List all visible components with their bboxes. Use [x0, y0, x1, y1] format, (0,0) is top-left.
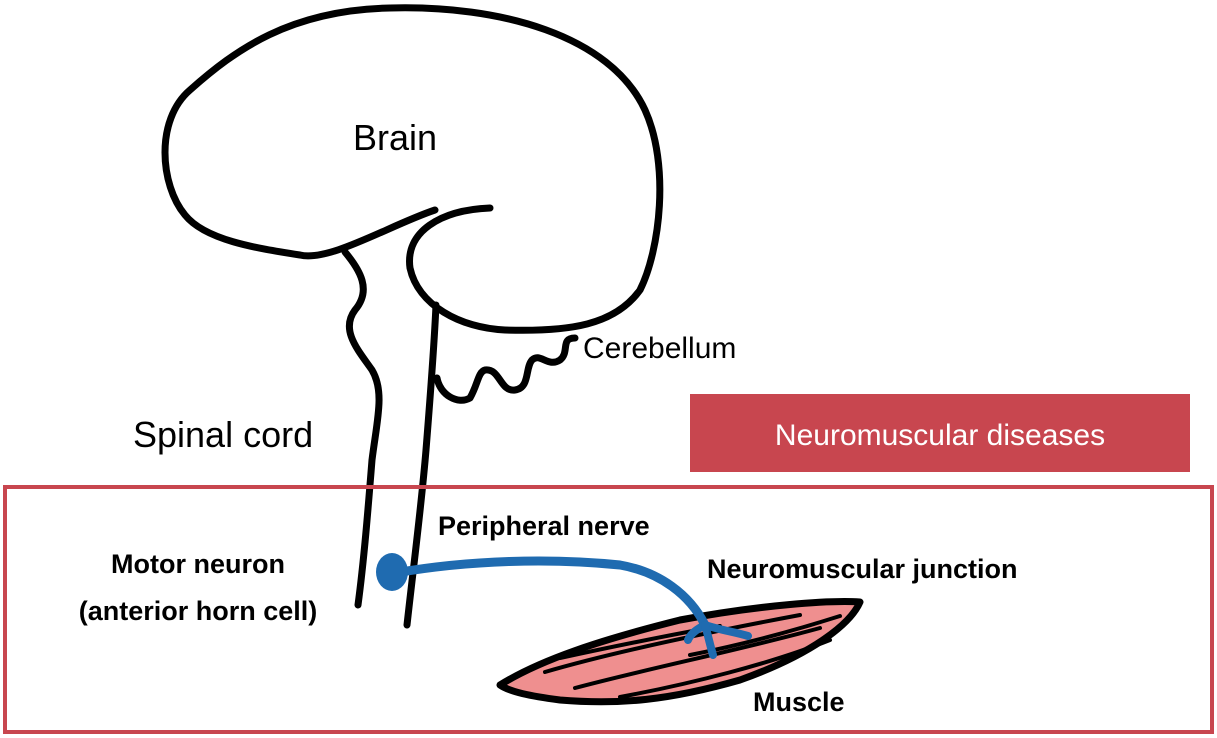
motor-neuron-cell-body	[376, 553, 408, 591]
brain-label: Brain	[353, 117, 437, 158]
brain-outline	[165, 8, 660, 331]
neuromuscular-junction-label: Neuromuscular junction	[707, 554, 1018, 584]
peripheral-nerve-label: Peripheral nerve	[438, 511, 650, 541]
spinal-cord-label: Spinal cord	[133, 414, 313, 455]
motor-neuron-label-line1: Motor neuron	[111, 549, 285, 579]
spinal-cord-right-line	[407, 305, 436, 625]
cerebellum-outline	[437, 338, 575, 400]
muscle-label: Muscle	[753, 687, 845, 717]
cerebellum-label: Cerebellum	[583, 332, 736, 365]
spinal-cord-left-line	[345, 252, 379, 605]
banner-text: Neuromuscular diseases	[775, 419, 1105, 452]
motor-neuron-label-line2: (anterior horn cell)	[79, 596, 318, 626]
peripheral-nerve	[395, 561, 705, 625]
